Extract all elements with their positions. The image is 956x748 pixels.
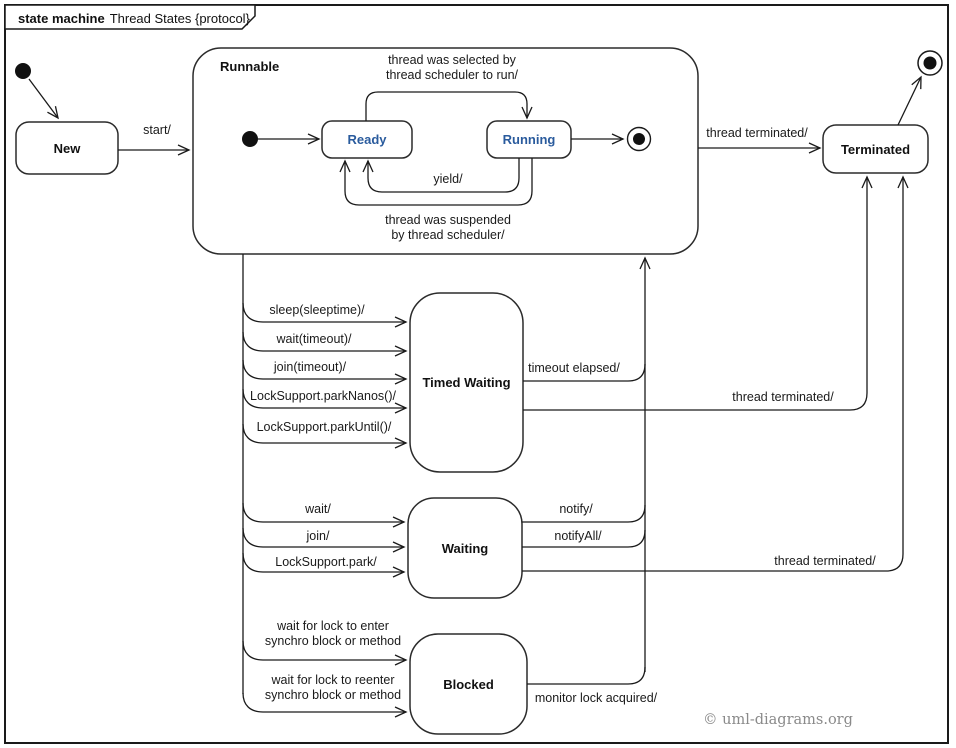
state-ready <box>321 120 413 159</box>
state-timed-waiting <box>409 292 524 473</box>
frame-name: Thread States {protocol} <box>109 11 250 26</box>
frame-title: state machine Thread States {protocol} <box>18 11 250 26</box>
transition-label-monitor-lock-acquired: monitor lock acquired/ <box>534 691 658 705</box>
transition-label-join: join/ <box>306 529 330 543</box>
transition-label-thread-terminated-waiting: thread terminated/ <box>774 554 876 568</box>
transition-notify-all <box>522 529 646 548</box>
transition-label-suspended: thread was suspended by thread scheduler… <box>385 213 511 242</box>
transition-label-lock-support-park: LockSupport.park/ <box>275 555 377 569</box>
transition-suspended <box>339 158 533 206</box>
transition-notify <box>522 504 646 523</box>
state-waiting <box>407 497 523 599</box>
state-label-timed-waiting: Timed Waiting <box>422 375 511 390</box>
transition-label-park-nanos: LockSupport.parkNanos()/ <box>250 389 396 403</box>
transition-label-thread-terminated-timed-waiting: thread terminated/ <box>732 390 834 404</box>
transition-label-wait: wait/ <box>305 502 331 516</box>
transition-label-notify-all: notifyAll/ <box>554 529 602 543</box>
transition-timeout-elapsed <box>523 363 646 382</box>
frame-border <box>4 4 949 744</box>
watermark-uml-diagrams: © uml-diagrams.org <box>703 712 853 728</box>
state-label-ready: Ready <box>347 132 387 147</box>
transition-label-sleep: sleep(sleeptime)/ <box>269 303 365 317</box>
transition-initial-to-new <box>28 78 59 120</box>
transition-thread-terminated-waiting <box>522 175 909 572</box>
transition-label-wait-lock-enter: wait for lock to enter synchro block or … <box>264 619 402 648</box>
transition-label-yield: yield/ <box>433 172 463 186</box>
state-label-new: New <box>53 140 81 156</box>
transition-park-until <box>242 423 408 449</box>
transition-terminated-to-final <box>897 75 922 126</box>
transition-wait-lock-reenter <box>242 692 408 718</box>
frame-keyword: state machine <box>18 11 105 26</box>
transition-label-wait-timeout: wait(timeout)/ <box>276 332 352 346</box>
transition-park-nanos <box>242 388 408 414</box>
state-label-blocked: Blocked <box>443 676 494 692</box>
transition-monitor-lock-acquired <box>527 666 646 685</box>
transition-label-start: start/ <box>143 123 171 137</box>
transition-join-timeout <box>242 359 408 385</box>
transition-wait <box>242 502 406 528</box>
state-label-terminated: Terminated <box>840 141 911 157</box>
transition-thread-terminated-timed-waiting <box>523 175 873 411</box>
transition-join <box>242 527 406 553</box>
inner-final-state-dot <box>633 133 645 145</box>
transition-wait-lock-enter <box>242 640 408 666</box>
transition-wait-timeout <box>242 331 408 357</box>
state-label-waiting: Waiting <box>441 540 489 556</box>
transition-label-park-until: LockSupport.parkUntil()/ <box>256 420 392 434</box>
transition-selected-to-run <box>365 91 533 121</box>
inner-initial-state-icon <box>242 131 258 147</box>
state-new <box>15 121 119 175</box>
transition-label-join-timeout: join(timeout)/ <box>273 360 347 374</box>
initial-state-icon <box>15 63 31 79</box>
transition-label-notify: notify/ <box>559 502 593 516</box>
transition-label-timeout-elapsed: timeout elapsed/ <box>528 361 620 375</box>
transition-label-wait-lock-reenter: wait for lock to reenter synchro block o… <box>264 673 402 702</box>
frame-title-tab <box>4 4 256 30</box>
state-label-runnable: Runnable <box>220 59 280 74</box>
transition-yield <box>362 158 520 193</box>
transition-label-selected-to-run: thread was selected by thread scheduler … <box>385 53 519 82</box>
transition-label-thread-terminated-runnable: thread terminated/ <box>706 126 808 140</box>
transition-sleep <box>242 302 408 328</box>
state-label-running: Running <box>502 132 556 147</box>
transition-lock-support-park <box>242 552 406 578</box>
final-state-dot <box>923 56 937 70</box>
state-terminated <box>822 124 929 174</box>
state-runnable <box>192 47 699 255</box>
